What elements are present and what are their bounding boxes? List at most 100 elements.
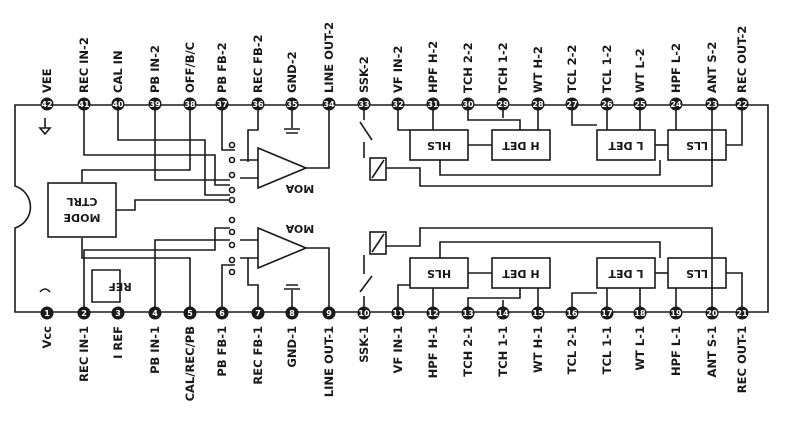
- pin-31-marker: [426, 97, 440, 111]
- moa-top-label: MOA: [285, 182, 314, 195]
- pin-37-marker: [215, 97, 229, 111]
- pin-28-label: WT H-2: [531, 46, 545, 93]
- pin-21-number: 21: [736, 309, 748, 318]
- pin-29-label: TCH 1-2: [496, 42, 510, 93]
- moa-bottom-label: MOA: [285, 222, 314, 235]
- pin-24-label: HPF L-2: [669, 43, 683, 93]
- ldet-bottom-label: L DET: [608, 267, 643, 280]
- pin-37-label: PB FB-2: [215, 42, 229, 93]
- lls-top-label: LLS: [686, 139, 708, 152]
- pin-8-marker: [285, 306, 299, 320]
- pin-24-number: 24: [670, 100, 682, 109]
- hdet-top-label: H DET: [502, 139, 540, 152]
- pin-22-marker: [735, 97, 749, 111]
- moa-bottom-amp: [257, 226, 309, 270]
- pin-3-label: I REF: [111, 326, 125, 359]
- pin-2-label: REC IN-1: [77, 326, 91, 382]
- pin-41-label: REC IN-2: [77, 37, 91, 93]
- pin-16-number: 16: [566, 309, 578, 318]
- pin-27-label: TCL 2-2: [565, 45, 579, 93]
- pin-10-label: SSK-1: [357, 326, 371, 363]
- pin-30-number: 30: [462, 100, 474, 109]
- pin-10-number: 10: [358, 309, 370, 318]
- pin-3-marker: [111, 306, 125, 320]
- pin-18-marker: [633, 306, 647, 320]
- pin-5-number: 5: [187, 309, 193, 318]
- pin-41-marker: [77, 97, 91, 111]
- pin-9-number: 9: [326, 309, 332, 318]
- pin-28-marker: [531, 97, 545, 111]
- pin-39-number: 39: [149, 100, 161, 109]
- mode-ctrl-label-0: MODE: [64, 211, 101, 224]
- lls-bottom-label: LLS: [686, 267, 708, 280]
- pin-14-marker: [496, 306, 510, 320]
- pin-38-marker: [183, 97, 197, 111]
- pin-13-number: 13: [462, 309, 473, 318]
- pin-19-label: HPF L-1: [669, 326, 683, 376]
- pin-23-label: ANT S-2: [705, 42, 719, 93]
- pin-34-label: LINE OUT-2: [322, 22, 336, 93]
- hls-bottom-label: HLS: [427, 267, 451, 280]
- pin-13-marker: [461, 306, 475, 320]
- pin-16-marker: [565, 306, 579, 320]
- pin-11-label: VF IN-1: [391, 326, 405, 373]
- pin-5-marker: [183, 306, 197, 320]
- pin-2-number: 2: [81, 309, 87, 318]
- pin-30-label: TCH 2-2: [461, 42, 475, 93]
- pin-32-number: 32: [392, 100, 403, 109]
- chip-outline: [14, 104, 769, 313]
- pin-37-number: 37: [216, 100, 227, 109]
- pin-6-label: PB FB-1: [215, 326, 229, 377]
- pin-12-marker: [426, 306, 440, 320]
- pin-40-number: 40: [112, 100, 124, 109]
- pin-29-number: 29: [497, 100, 509, 109]
- pin-39-marker: [148, 97, 162, 111]
- pin-38-number: 38: [184, 100, 196, 109]
- pin-21-marker: [735, 306, 749, 320]
- hdet-bottom-block: [491, 257, 551, 289]
- pin-36-label: REC FB-2: [251, 34, 265, 93]
- pin-27-marker: [565, 97, 579, 111]
- ref-label: REF: [108, 280, 132, 293]
- pin-30-marker: [461, 97, 475, 111]
- pin-32-label: VF IN-2: [391, 46, 405, 93]
- pin-4-marker: [148, 306, 162, 320]
- pin-26-marker: [600, 97, 614, 111]
- pin-8-label: GND-1: [285, 326, 299, 368]
- pin-25-number: 25: [634, 100, 646, 109]
- pin-36-marker: [251, 97, 265, 111]
- pin-21-label: REC OUT-1: [735, 326, 749, 393]
- pin-42-marker: [40, 97, 54, 111]
- hdet-top-block: [491, 129, 551, 161]
- hls-top-label: HLS: [427, 139, 451, 152]
- pin-33-number: 33: [358, 100, 369, 109]
- pin-28-number: 28: [532, 100, 544, 109]
- pin-20-marker: [705, 306, 719, 320]
- pin-25-label: WT L-2: [633, 48, 647, 93]
- pin-22-label: REC OUT-2: [735, 26, 749, 93]
- pin-12-number: 12: [427, 309, 438, 318]
- pin-31-label: HPF H-2: [426, 41, 440, 93]
- pin-17-label: TCL 1-1: [600, 326, 614, 374]
- pin-42-number: 42: [41, 100, 52, 109]
- pin-4-number: 4: [152, 309, 158, 318]
- pin-17-marker: [600, 306, 614, 320]
- mode-ctrl-label-1: CTRL: [66, 195, 97, 208]
- pin-33-marker: [357, 97, 371, 111]
- pin-39-label: PB IN-2: [148, 45, 162, 93]
- pin-5-label: CAL/REC/PB: [183, 326, 197, 401]
- pin-33-label: SSK-2: [357, 56, 371, 93]
- pin-7-label: REC FB-1: [251, 326, 265, 385]
- pin-23-marker: [705, 97, 719, 111]
- pin-36-number: 36: [252, 100, 264, 109]
- pin-2-marker: [77, 306, 91, 320]
- pin-8-number: 8: [289, 309, 295, 318]
- pin-40-label: CAL IN: [111, 50, 125, 93]
- pin-41-number: 41: [78, 100, 90, 109]
- pin-11-number: 11: [392, 309, 404, 318]
- pin-19-number: 19: [670, 309, 682, 318]
- pin-32-marker: [391, 97, 405, 111]
- pin-15-marker: [531, 306, 545, 320]
- hdet-bottom-label: H DET: [502, 267, 540, 280]
